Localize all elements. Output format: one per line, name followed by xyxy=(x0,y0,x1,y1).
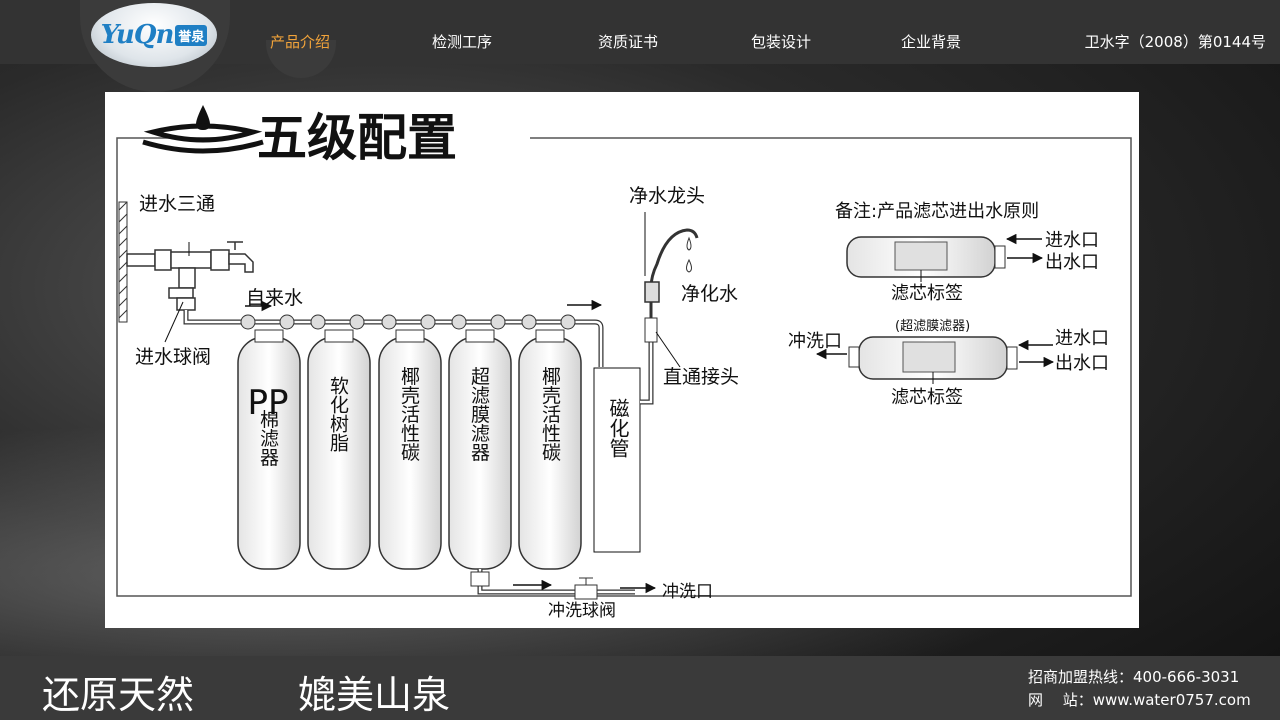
faucet-icon xyxy=(644,228,699,318)
website-link[interactable]: 网 站：www.water0757.com xyxy=(1028,691,1251,709)
logo-brand-en: YuQn xyxy=(100,20,175,50)
note-uf-inlet-label: 进水口 xyxy=(1055,328,1109,349)
flush-outlet-label: 冲洗口 xyxy=(662,582,713,602)
nav-item-certificates[interactable]: 资质证书 xyxy=(598,33,659,51)
note-uf-outlet-label: 出水口 xyxy=(1055,353,1109,374)
franchise-hotline: 招商加盟热线：400-666-3031 xyxy=(1028,668,1240,686)
inlet-tee-icon xyxy=(126,241,254,311)
nav-item-inspection-process[interactable]: 检测工序 xyxy=(432,33,493,51)
brand-logo[interactable]: YuQn 誉泉 xyxy=(91,3,217,67)
filter-3-label: 椰壳活性碳 xyxy=(398,366,420,461)
flush-valve-label: 冲洗球阀 xyxy=(548,601,616,621)
inlet-tee-label: 进水三通 xyxy=(139,193,215,215)
filter-1-label-line2: 棉滤器 xyxy=(257,409,279,466)
logo-brand-cn: 誉泉 xyxy=(175,24,208,46)
footer-bar xyxy=(0,656,1280,720)
license-number: 卫水字（2008）第0144号 xyxy=(1084,33,1266,51)
filter-cartridge-5 xyxy=(518,314,582,570)
purified-water-label: 净化水 xyxy=(681,283,738,305)
outlet-pipe xyxy=(640,342,653,404)
note-cartridge-uf xyxy=(848,336,1018,380)
inlet-valve-label: 进水球阀 xyxy=(135,346,211,368)
note-outlet-label: 出水口 xyxy=(1045,252,1099,273)
note-label-text: 滤芯标签 xyxy=(891,283,963,304)
flush-pipe xyxy=(478,569,635,594)
drop-icon-2 xyxy=(686,258,692,273)
note-flush-label: 冲洗口 xyxy=(788,331,842,352)
straight-connector-icon xyxy=(644,317,658,343)
filter-cartridge-2 xyxy=(307,314,371,570)
slogan-2: 媲美山泉 xyxy=(298,673,451,717)
filter-5-label: 椰壳活性碳 xyxy=(539,366,561,461)
flush-valve-icon xyxy=(470,571,598,600)
inlet-valve-leader xyxy=(164,301,184,343)
tap-water-label: 自来水 xyxy=(246,287,303,309)
feed-pipe xyxy=(183,310,230,325)
faucet-label: 净水龙头 xyxy=(629,185,705,207)
note-uf-name: (超滤膜滤器) xyxy=(895,319,970,334)
note-inlet-label: 进水口 xyxy=(1045,230,1099,251)
filter-2-label: 软化树脂 xyxy=(327,376,349,452)
note-uf-label-text: 滤芯标签 xyxy=(891,387,963,408)
diagram-title: 五级配置 xyxy=(257,109,457,167)
note-title: 备注:产品滤芯进出水原则 xyxy=(835,201,1039,222)
straight-connector-label: 直通接头 xyxy=(663,366,739,388)
drop-icon-1 xyxy=(686,236,692,251)
water-drop-icon xyxy=(142,105,264,154)
five-stage-diagram: 五级配置 进水三通 自来水 进水球阀 PP 棉滤器 软化树脂 xyxy=(116,105,1132,621)
five-stage-diagram-panel: 五级配置 进水三通 自来水 进水球阀 PP 棉滤器 软化树脂 xyxy=(105,92,1139,628)
filter-cartridge-1 xyxy=(237,314,301,570)
manifold-pipe xyxy=(230,320,603,367)
diagram-frame xyxy=(116,137,1132,597)
wall-icon xyxy=(118,201,128,323)
magnetizer-label: 磁化管 xyxy=(606,398,630,458)
magnetizer-tube xyxy=(593,367,641,553)
nav-item-company-background[interactable]: 企业背景 xyxy=(901,33,962,51)
filter-1-label-line1: PP xyxy=(247,383,288,423)
nav-item-product-intro[interactable]: 产品介绍 xyxy=(270,33,331,51)
slogan-1: 还原天然 xyxy=(42,673,195,717)
filter-cartridge-3 xyxy=(378,314,442,570)
filter-4-label: 超滤膜滤器 xyxy=(468,366,490,461)
note-cartridge-standard xyxy=(846,236,1006,278)
nav-item-packaging[interactable]: 包装设计 xyxy=(751,33,812,51)
straight-connector-leader xyxy=(655,331,681,368)
